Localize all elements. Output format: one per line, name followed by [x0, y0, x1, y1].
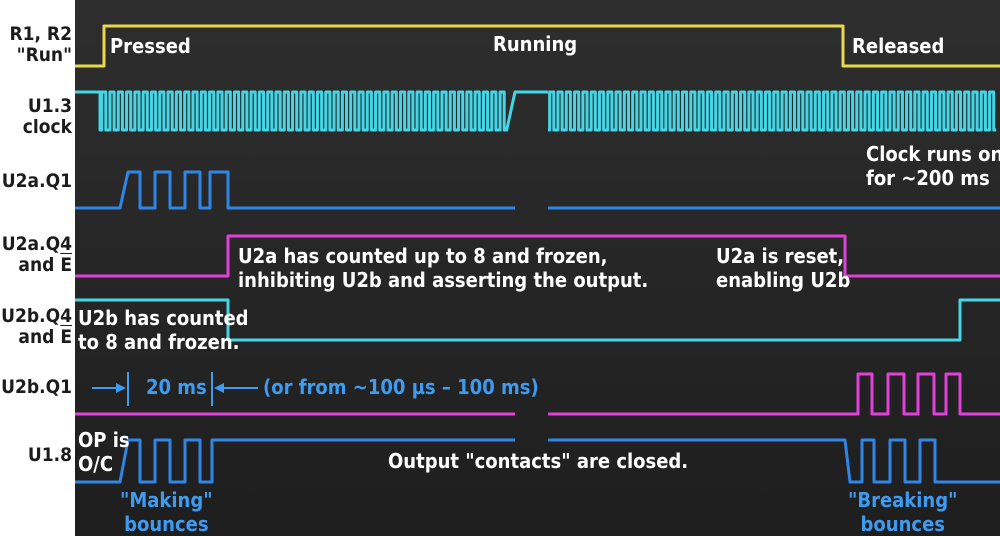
trace-u1-8-a — [75, 438, 515, 484]
annotation-released: Released — [852, 34, 945, 58]
annotation-interval-range: (or from ~100 µs – 100 ms) — [263, 375, 539, 399]
label-u2a-q4-ebar: E — [60, 254, 72, 276]
label-u1-3-clock: U1.3 clock — [0, 96, 72, 138]
label-r1-r2: R1, R2 "Run" — [0, 24, 72, 66]
trace-u2b-q4 — [75, 298, 1000, 342]
annotation-running: Running — [493, 32, 578, 56]
annotation-u2b-counted: U2b has counted to 8 and frozen. — [78, 306, 249, 354]
annotation-making-bounces: "Making" bounces — [120, 488, 213, 536]
label-r1-r2-line2: "Run" — [16, 44, 72, 66]
label-u2a-q4-and: and — [18, 254, 61, 276]
label-u2b-q1: U2b.Q1 — [0, 377, 72, 398]
label-u2a-q1: U2a.Q1 — [0, 171, 72, 192]
annotation-pressed: Pressed — [110, 34, 191, 58]
trace-u2a-q4 — [75, 234, 1000, 278]
label-u1-3-line2: clock — [22, 116, 72, 138]
annotation-u2a-reset: U2a is reset, enabling U2b — [716, 244, 851, 292]
trace-u1-8-b — [548, 438, 1000, 484]
trace-run — [75, 24, 1000, 68]
interval-arrowhead-left — [116, 383, 126, 393]
label-r1-r2-line1: R1, R2 — [9, 23, 72, 45]
label-u1-8: U1.8 — [0, 445, 72, 466]
interval-arrowhead-right — [214, 383, 224, 393]
label-u2b-q4-and: and — [18, 326, 61, 348]
label-u2b-q4: U2b.Q4 and E — [0, 306, 72, 348]
label-u1-8-text: U1.8 — [27, 444, 72, 466]
trace-clock-b — [548, 90, 997, 132]
signal-label-panel: R1, R2 "Run" U1.3 clock U2a.Q1 U2a.Q4 an… — [0, 0, 75, 536]
annotation-op-oc: OP is O/C — [78, 428, 130, 476]
label-u1-3-line1: U1.3 — [27, 95, 72, 117]
trace-u2a-q1-a — [75, 170, 515, 210]
trace-u2b-q1-b — [548, 372, 1000, 416]
annotation-interval: 20 ms — [146, 375, 207, 399]
label-u2a-q1-text: U2a.Q1 — [1, 170, 72, 192]
trace-clock-a — [75, 90, 548, 132]
annotation-breaking-bounces: "Breaking" bounces — [848, 488, 958, 536]
annotation-clock-runs: Clock runs on for ~200 ms — [866, 142, 1000, 190]
label-u2a-q4: U2a.Q4 and E — [0, 234, 72, 276]
label-u2b-q1-text: U2b.Q1 — [1, 376, 72, 398]
label-u2b-q4-ebar: E — [60, 326, 72, 348]
waveform-traces — [75, 24, 1000, 484]
label-u2b-q4-line1: U2b.Q4 — [1, 305, 72, 327]
annotation-u2a-counted: U2a has counted up to 8 and frozen, inhi… — [238, 244, 649, 292]
annotation-output-closed: Output "contacts" are closed. — [388, 449, 689, 473]
label-u2a-q4-line1: U2a.Q4 — [1, 233, 72, 255]
